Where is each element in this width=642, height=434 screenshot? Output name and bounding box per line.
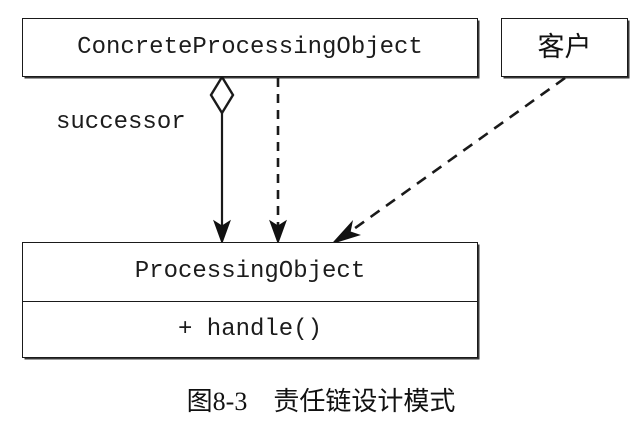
relationship-generalization-dashed (269, 78, 287, 245)
operation-label: + handle() (177, 315, 323, 343)
open-arrowhead-icon (331, 219, 361, 245)
relationship-aggregation-successor (209, 74, 235, 245)
class-box-concrete-processing-object[interactable]: ConcreteProcessingObject (22, 18, 478, 77)
class-name-label: 客户 (537, 32, 592, 62)
class-name-label: ProcessingObject (134, 258, 366, 285)
figure-caption: 图8-3 责任链设计模式 (186, 387, 456, 416)
class-box-processing-object[interactable]: ProcessingObject + handle() (22, 242, 478, 358)
dashed-line (343, 76, 566, 238)
filled-arrowhead-icon (213, 219, 231, 245)
class-operations-compartment: + handle() (23, 302, 477, 357)
class-name-label: ConcreteProcessingObject (77, 33, 423, 61)
hollow-diamond-icon (209, 74, 235, 116)
class-name-compartment: 客户 (502, 19, 627, 76)
relationship-dependency-client (331, 76, 566, 245)
class-name-compartment: ConcreteProcessingObject (23, 19, 477, 76)
filled-arrowhead-icon (269, 219, 287, 245)
association-role-label-successor: successor (56, 109, 186, 136)
class-name-compartment: ProcessingObject (23, 243, 477, 302)
class-box-client[interactable]: 客户 (501, 18, 628, 77)
